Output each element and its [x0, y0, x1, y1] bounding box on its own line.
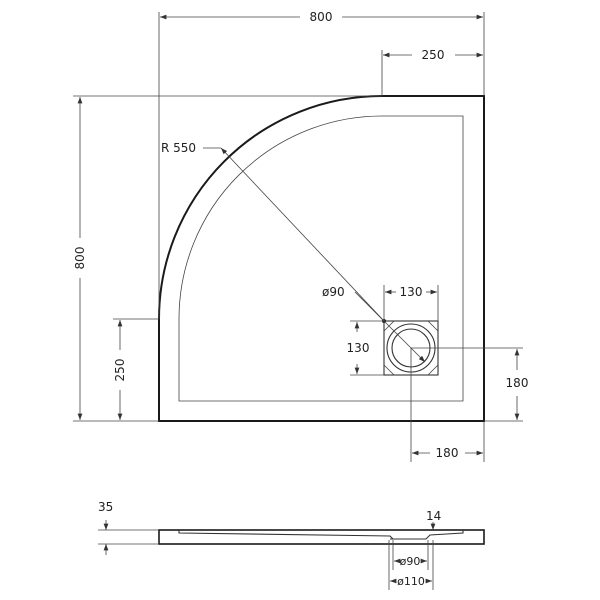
tray-plan-outline [158, 95, 485, 422]
drain-diameter-label: ø90 [322, 285, 345, 299]
radius-label: R 550 [161, 141, 196, 155]
extension-lines [73, 12, 523, 462]
drain-offset-x-label: 180 [436, 446, 459, 460]
side-inner-diameter-label: ø90 [400, 555, 421, 568]
radius-dimension: R 550 ø90 [161, 141, 426, 363]
depth-label: 800 [73, 247, 87, 270]
width-label: 800 [310, 10, 333, 24]
tray-side-view [98, 520, 485, 590]
drain-offset-y-label: 180 [506, 376, 529, 390]
drain-box-height-label: 130 [347, 341, 370, 355]
side-outer-diameter-label: ø110 [397, 575, 425, 588]
dimension-lines [77, 14, 520, 456]
left-straight-label: 250 [113, 359, 127, 382]
side-height-label: 35 [98, 500, 113, 514]
drain-box-width-label: 130 [400, 285, 423, 299]
top-straight-label: 250 [422, 48, 445, 62]
side-recess-label: 14 [426, 509, 441, 523]
